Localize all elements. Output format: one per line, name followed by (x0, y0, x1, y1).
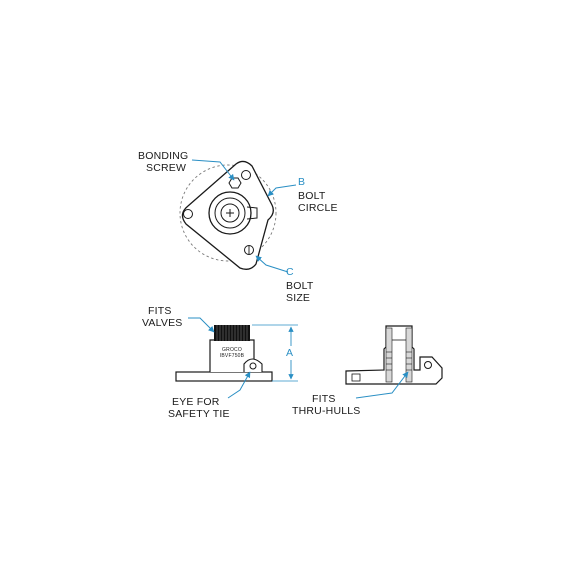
leader-fits-thru-hulls (355, 371, 409, 399)
label-letter-b: B (298, 176, 306, 188)
label-eye-for-safety-tie-line2: SAFETY TIE (168, 408, 230, 420)
hub-ring (214, 197, 246, 229)
leader-bonding-screw (191, 159, 235, 181)
label-bonding-screw-line1: BONDING (138, 150, 189, 162)
label-fits-valves: FITS VALVES (142, 305, 183, 329)
label-bolt-size-line2: SIZE (286, 292, 311, 304)
front-view-leaders (188, 317, 251, 399)
leader-eye-safety-tie (227, 371, 251, 399)
label-dimension-a: A (286, 347, 294, 359)
bolt-circle-dashed (179, 164, 277, 262)
section-bore-left (385, 327, 393, 383)
top-view-leaders (191, 159, 297, 273)
label-eye-for-safety-tie-line1: EYE FOR (172, 396, 220, 408)
leader-bolt-size (255, 255, 289, 273)
bolt-hole-left (183, 209, 193, 219)
label-bolt-size-line1: BOLT (286, 280, 314, 292)
label-bolt-circle-line1: BOLT (298, 190, 326, 202)
section-flange (345, 325, 443, 385)
front-flange-base (175, 371, 273, 382)
hub-key (246, 206, 258, 220)
label-bolt-circle-line2: CIRCLE (298, 202, 338, 214)
label-fits-thru-hulls: FITS THRU-HULLS (292, 393, 361, 417)
bonding-screw-hex (228, 177, 242, 189)
label-fits-valves-line1: FITS (148, 305, 172, 317)
label-bonding-screw: BONDING SCREW (138, 150, 188, 174)
dimension-a (252, 324, 298, 382)
label-letter-c: C (286, 266, 294, 278)
leader-fits-valves (188, 317, 215, 333)
part-marking-line1: GROCO (222, 347, 242, 353)
label-bolt-circle: BOLT CIRCLE (298, 190, 338, 214)
bolt-hole-top (241, 170, 251, 180)
section-bore-right (405, 327, 413, 383)
label-bolt-size: BOLT SIZE (286, 280, 313, 304)
label-fits-thru-hulls-line1: FITS (312, 393, 336, 405)
label-eye-for-safety-tie: EYE FOR SAFETY TIE (168, 396, 230, 420)
leader-bolt-circle (267, 184, 297, 197)
label-fits-valves-line2: VALVES (142, 317, 183, 329)
label-fits-thru-hulls-line2: THRU-HULLS (292, 405, 361, 417)
part-marking: GROCO IBVF750B (214, 347, 250, 359)
label-bonding-screw-line2: SCREW (146, 162, 187, 174)
part-marking-line2: IBVF750B (219, 353, 245, 359)
top-view-flange (179, 160, 277, 270)
front-view-valve-side (175, 325, 273, 382)
section-view-thru-hull (345, 325, 443, 385)
section-eye (424, 361, 432, 369)
